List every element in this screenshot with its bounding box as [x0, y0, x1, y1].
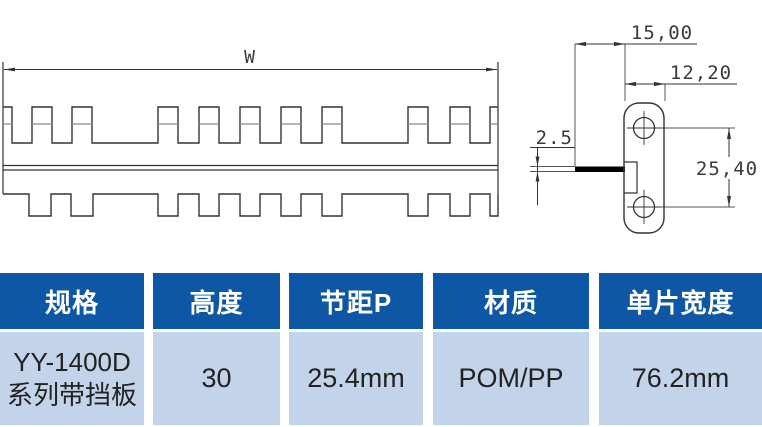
spec-line2: 系列带挡板 — [6, 379, 137, 410]
dim-arrow-down-icon — [535, 156, 540, 167]
plan-left-edge — [2, 62, 499, 194]
material-column: 材质 POM/PP — [433, 273, 589, 425]
plan-width-label: W — [244, 47, 256, 68]
dim-body-width: 12,20 — [625, 62, 737, 87]
bottom-hinge-hole — [627, 190, 661, 224]
dim-arrow-up-icon — [535, 171, 540, 182]
side-view: 15,00 12,20 2.5 — [530, 22, 758, 234]
dim-arrow-up-icon — [727, 128, 731, 139]
cell-spec: YY-1400D 系列带挡板 — [0, 332, 144, 425]
plan-width-dimension: W — [4, 47, 497, 72]
cell-width: 76.2mm — [599, 332, 762, 425]
cell-material: POM/PP — [433, 332, 589, 425]
spec-table: 规格 YY-1400D 系列带挡板 高度 30 节距P 25.4mm 材质 PO… — [0, 273, 762, 425]
pitch-column: 节距P 25.4mm — [289, 273, 423, 425]
dim-body-width-label: 12,20 — [670, 62, 732, 84]
header-width: 单片宽度 — [599, 273, 762, 329]
dim-flight-length: 15,00 — [575, 22, 697, 47]
dim-flight-thickness: 2.5 — [530, 127, 575, 205]
header-height: 高度 — [153, 273, 280, 329]
dim-hole-pitch: 25,40 — [696, 128, 758, 207]
spec-line1: YY-1400D — [13, 347, 131, 377]
spec-value: YY-1400D 系列带挡板 — [7, 346, 137, 411]
dim-arrow-right-icon — [614, 41, 625, 47]
technical-drawing: W 15,00 12,20 — [2, 22, 758, 234]
link-body-outline — [623, 102, 665, 234]
dim-flight-length-label: 15,00 — [631, 22, 693, 44]
top-hinge-hole — [627, 111, 661, 145]
dim-flight-thickness-label: 2.5 — [536, 127, 573, 149]
height-column: 高度 30 — [153, 273, 280, 425]
dim-arrow-left-icon — [4, 67, 15, 72]
spec-column: 规格 YY-1400D 系列带挡板 — [0, 273, 144, 425]
crosshair-icon — [627, 190, 661, 224]
dim-arrow-right-icon — [486, 67, 497, 72]
plan-lower-profile — [3, 193, 499, 217]
flight-bar — [575, 166, 625, 172]
plan-hinge-lines — [3, 164, 498, 171]
link-body-notch — [624, 161, 638, 194]
side-extension-lines — [530, 44, 735, 208]
plan-upper-profile — [3, 106, 498, 144]
cell-height: 30 — [153, 332, 280, 425]
plan-view: W — [2, 47, 499, 217]
dim-arrow-left-icon — [575, 41, 586, 47]
crosshair-icon — [627, 111, 661, 145]
dim-arrow-right-icon — [654, 81, 665, 87]
dim-hole-pitch-label: 25,40 — [696, 158, 758, 180]
dim-arrow-left-icon — [625, 81, 636, 87]
header-material: 材质 — [433, 273, 589, 329]
cell-pitch: 25.4mm — [289, 332, 423, 425]
header-spec: 规格 — [0, 273, 144, 329]
width-column: 单片宽度 76.2mm — [599, 273, 762, 425]
dim-arrow-down-icon — [727, 196, 731, 207]
header-pitch: 节距P — [289, 273, 423, 329]
